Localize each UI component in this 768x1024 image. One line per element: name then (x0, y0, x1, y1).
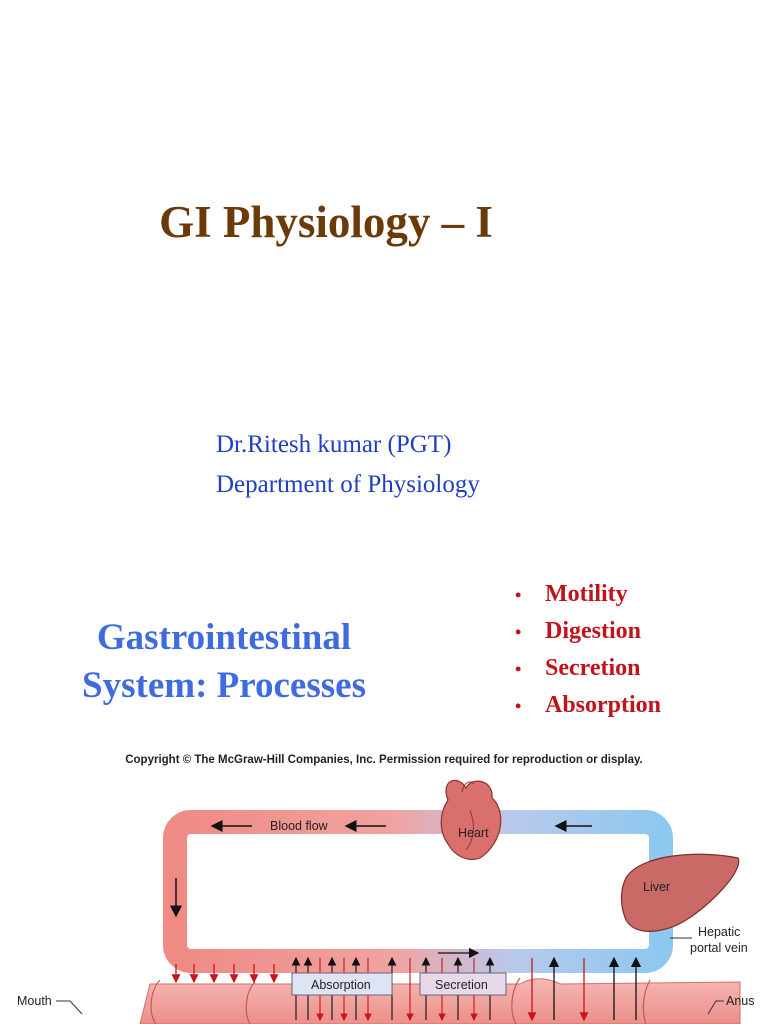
bullet-icon: • (515, 622, 522, 642)
gi-tract (139, 977, 741, 1024)
process-item-absorption: • Absorption (515, 687, 661, 724)
secretion-box: Secretion (419, 972, 507, 996)
process-item-motility: • Motility (515, 576, 661, 613)
process-label: Motility (545, 581, 628, 607)
bullet-icon: • (515, 659, 522, 679)
process-label: Digestion (545, 618, 641, 644)
section-title: Gastrointestinal System: Processes (50, 614, 398, 710)
slide-title: GI Physiology – I (159, 197, 493, 247)
anus-label: Anus (726, 994, 755, 1008)
blood-loop (163, 810, 673, 973)
section-title-line1: Gastrointestinal (96, 617, 352, 658)
bullet-icon: • (515, 585, 522, 605)
process-label: Absorption (545, 692, 662, 718)
author-block: Dr.Ritesh kumar (PGT) Department of Phys… (216, 425, 480, 505)
hepatic-label-line1: Hepatic (698, 925, 740, 939)
blood-flow-label: Blood flow (270, 819, 329, 833)
section-title-line2: System: Processes (82, 665, 366, 706)
copyright-notice: Copyright © The McGraw-Hill Companies, I… (125, 754, 643, 766)
process-item-secretion: • Secretion (515, 650, 661, 687)
bullet-icon: • (515, 696, 522, 716)
hepatic-label-line2: portal vein (690, 941, 748, 955)
anus-leader-line (707, 1000, 724, 1015)
process-label: Secretion (545, 655, 641, 681)
liver-label: Liver (643, 880, 670, 894)
mouth-label: Mouth (17, 994, 52, 1008)
process-item-digestion: • Digestion (515, 613, 661, 650)
author-name: Dr.Ritesh kumar (PGT) (216, 431, 452, 458)
heart-icon (440, 779, 502, 861)
author-department: Department of Physiology (216, 471, 480, 498)
mouth-leader-line (56, 1000, 83, 1015)
absorption-label: Absorption (311, 978, 371, 992)
absorption-box: Absorption (291, 972, 393, 996)
secretion-label: Secretion (435, 978, 488, 992)
liver-icon (620, 853, 740, 932)
process-list: • Motility • Digestion • Secretion • Absorpt… (515, 576, 661, 724)
heart-label: Heart (458, 826, 489, 840)
gi-circulation-diagram: Blood flow Heart Liver Hepatic portal ve… (17, 779, 755, 1024)
